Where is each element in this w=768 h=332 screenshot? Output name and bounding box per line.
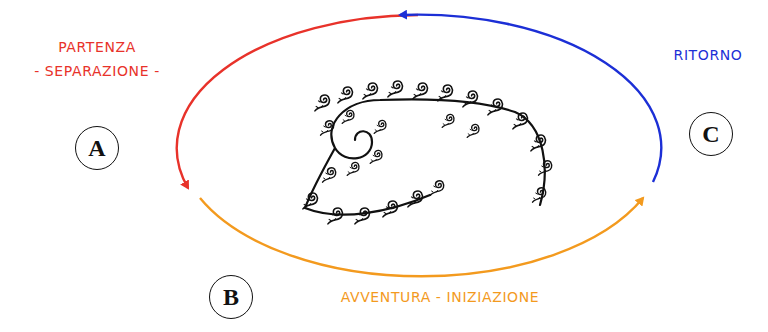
stage-label: AVVENTURA - INIZIAZIONE xyxy=(339,290,542,305)
circle-letter: B xyxy=(223,285,239,309)
letter-circle: B xyxy=(209,275,253,319)
circle-letter: A xyxy=(88,136,105,160)
return-arc xyxy=(400,15,661,182)
separation-arc xyxy=(177,15,418,188)
letter-circle: C xyxy=(689,112,733,156)
fractal-spiral xyxy=(303,81,552,224)
stage-label: PARTENZA xyxy=(56,40,138,55)
stage-label: RITORNO xyxy=(672,48,745,63)
circle-letter: C xyxy=(702,122,719,146)
letter-circle: A xyxy=(75,126,119,170)
adventure-arc xyxy=(200,198,643,276)
stage-label: - SEPARAZIONE - xyxy=(32,64,162,79)
